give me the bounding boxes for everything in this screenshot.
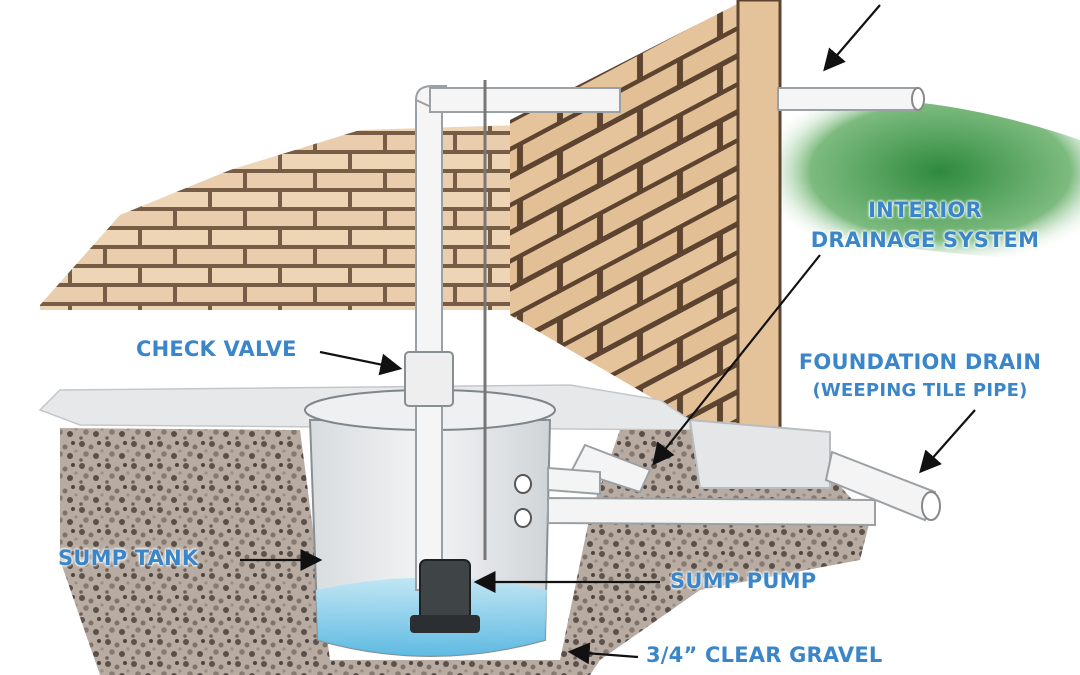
discharge-pipe-vertical [415, 99, 443, 591]
discharge-pipe-horizontal [429, 87, 621, 113]
tank-inlet-upper [514, 474, 532, 494]
wall-edge [736, 0, 782, 430]
label-foundation-drain: FOUNDATION DRAIN (WEEPING TILE PIPE) [780, 352, 1060, 400]
arrow-check-valve [319, 350, 403, 376]
label-clear-gravel: 3/4” CLEAR GRAVEL [646, 643, 883, 667]
label-check-valve: CHECK VALVE [136, 337, 297, 361]
label-sump-tank: SUMP TANK [58, 546, 199, 570]
foundation-drain-end [921, 491, 941, 521]
label-interior-drainage: INTERIOR DRAINAGE SYSTEM [805, 200, 1045, 251]
back-brick-wall [40, 125, 520, 310]
label-interior-line2: DRAINAGE SYSTEM [810, 228, 1040, 252]
arrow-foundation-drain [919, 409, 976, 474]
check-valve [404, 351, 454, 407]
arrow-discharge-outside [823, 4, 881, 72]
tank-inlet-lower [514, 508, 532, 528]
footing [688, 418, 831, 489]
gravel-bed [60, 428, 870, 675]
interior-drain-elbow [570, 443, 652, 494]
label-foundation-line1: FOUNDATION DRAIN [798, 350, 1042, 374]
arrow-gravel [567, 642, 639, 665]
discharge-pipe-outside [777, 87, 919, 111]
interior-drain-pipe [547, 496, 876, 527]
arrow-interior-drainage [652, 254, 821, 466]
sump-pump-body [419, 559, 471, 621]
label-sump-pump: SUMP PUMP [670, 569, 817, 593]
sump-pump-base [410, 615, 480, 633]
interior-drain-tee [547, 466, 601, 496]
discharge-pipe-outlet [911, 87, 925, 111]
foundation-drain-pipe [824, 450, 937, 522]
grass-ground [770, 98, 1080, 260]
label-foundation-line2: (WEEPING TILE PIPE) [812, 380, 1028, 401]
label-interior-line1: INTERIOR [868, 198, 982, 222]
